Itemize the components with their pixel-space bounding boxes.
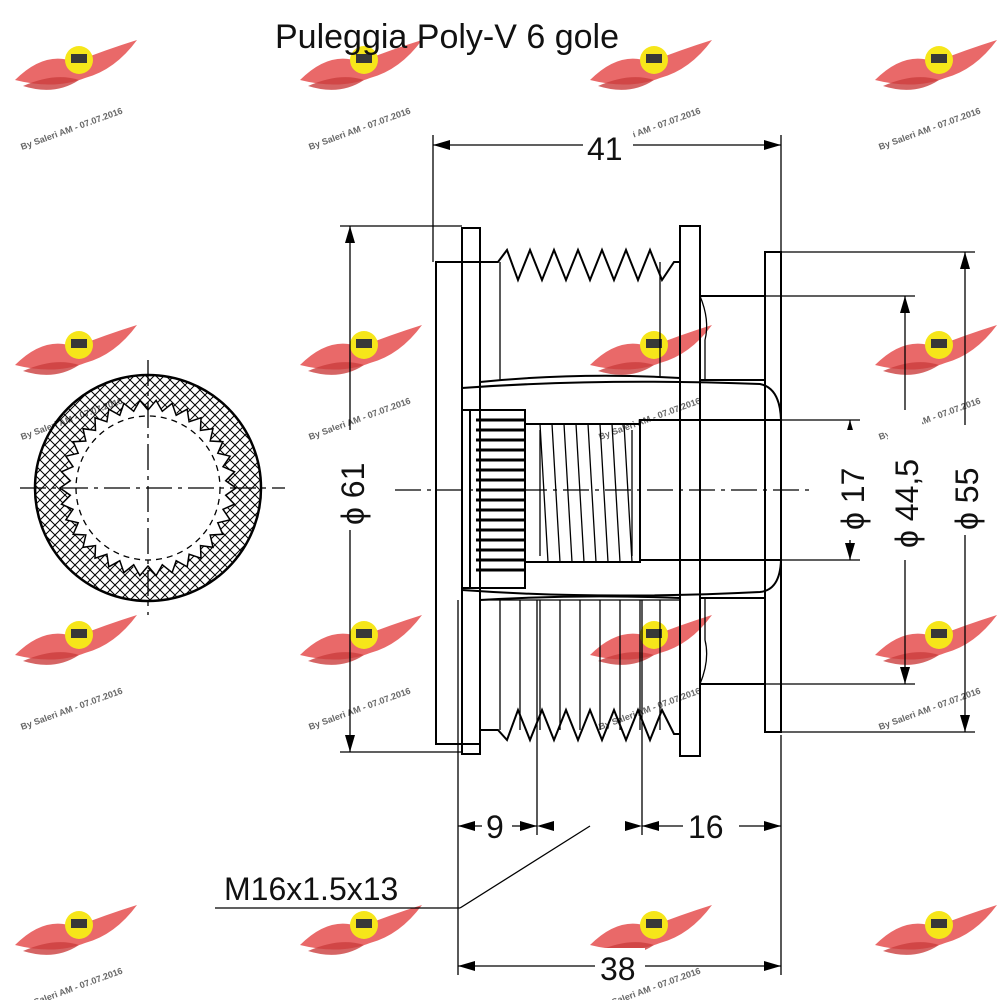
dimension-arrows	[345, 140, 970, 971]
watermark-text: By Saleri AM - 07.07.2016	[877, 106, 982, 152]
dim-hub-diameter: ϕ 44,5	[889, 459, 925, 548]
dimension-labels: 41 ϕ 61 ϕ 17 ϕ 44,5 ϕ 55 9 16 M16x1.5x13…	[224, 128, 985, 987]
dim-flange-diameter: ϕ 55	[949, 468, 985, 530]
watermark-text: By Saleri AM - 07.07.2016	[597, 686, 702, 732]
dim-bore-depth: 16	[688, 809, 724, 845]
dim-thread: M16x1.5x13	[224, 871, 398, 907]
watermark-text: By Saleri AM - 07.07.2016	[307, 686, 412, 732]
watermark-text: By Saleri AM - 07.07.2016	[19, 966, 124, 1000]
dim-bore-diameter: ϕ 17	[835, 468, 871, 530]
watermark-text: By Saleri AM - 07.07.2016	[307, 106, 412, 152]
watermark-text: By Saleri AM - 07.07.2016	[19, 686, 124, 732]
dim-outer-diameter: ϕ 61	[335, 463, 371, 525]
watermark-text: By Saleri AM - 07.07.2016	[19, 106, 124, 152]
dim-spline-depth: 9	[486, 809, 504, 845]
drawing-title: Puleggia Poly-V 6 gole	[275, 18, 619, 56]
section-view	[395, 225, 815, 757]
dim-body-width: 38	[600, 951, 636, 987]
dim-overall-width: 41	[587, 131, 623, 167]
end-view	[20, 360, 285, 615]
